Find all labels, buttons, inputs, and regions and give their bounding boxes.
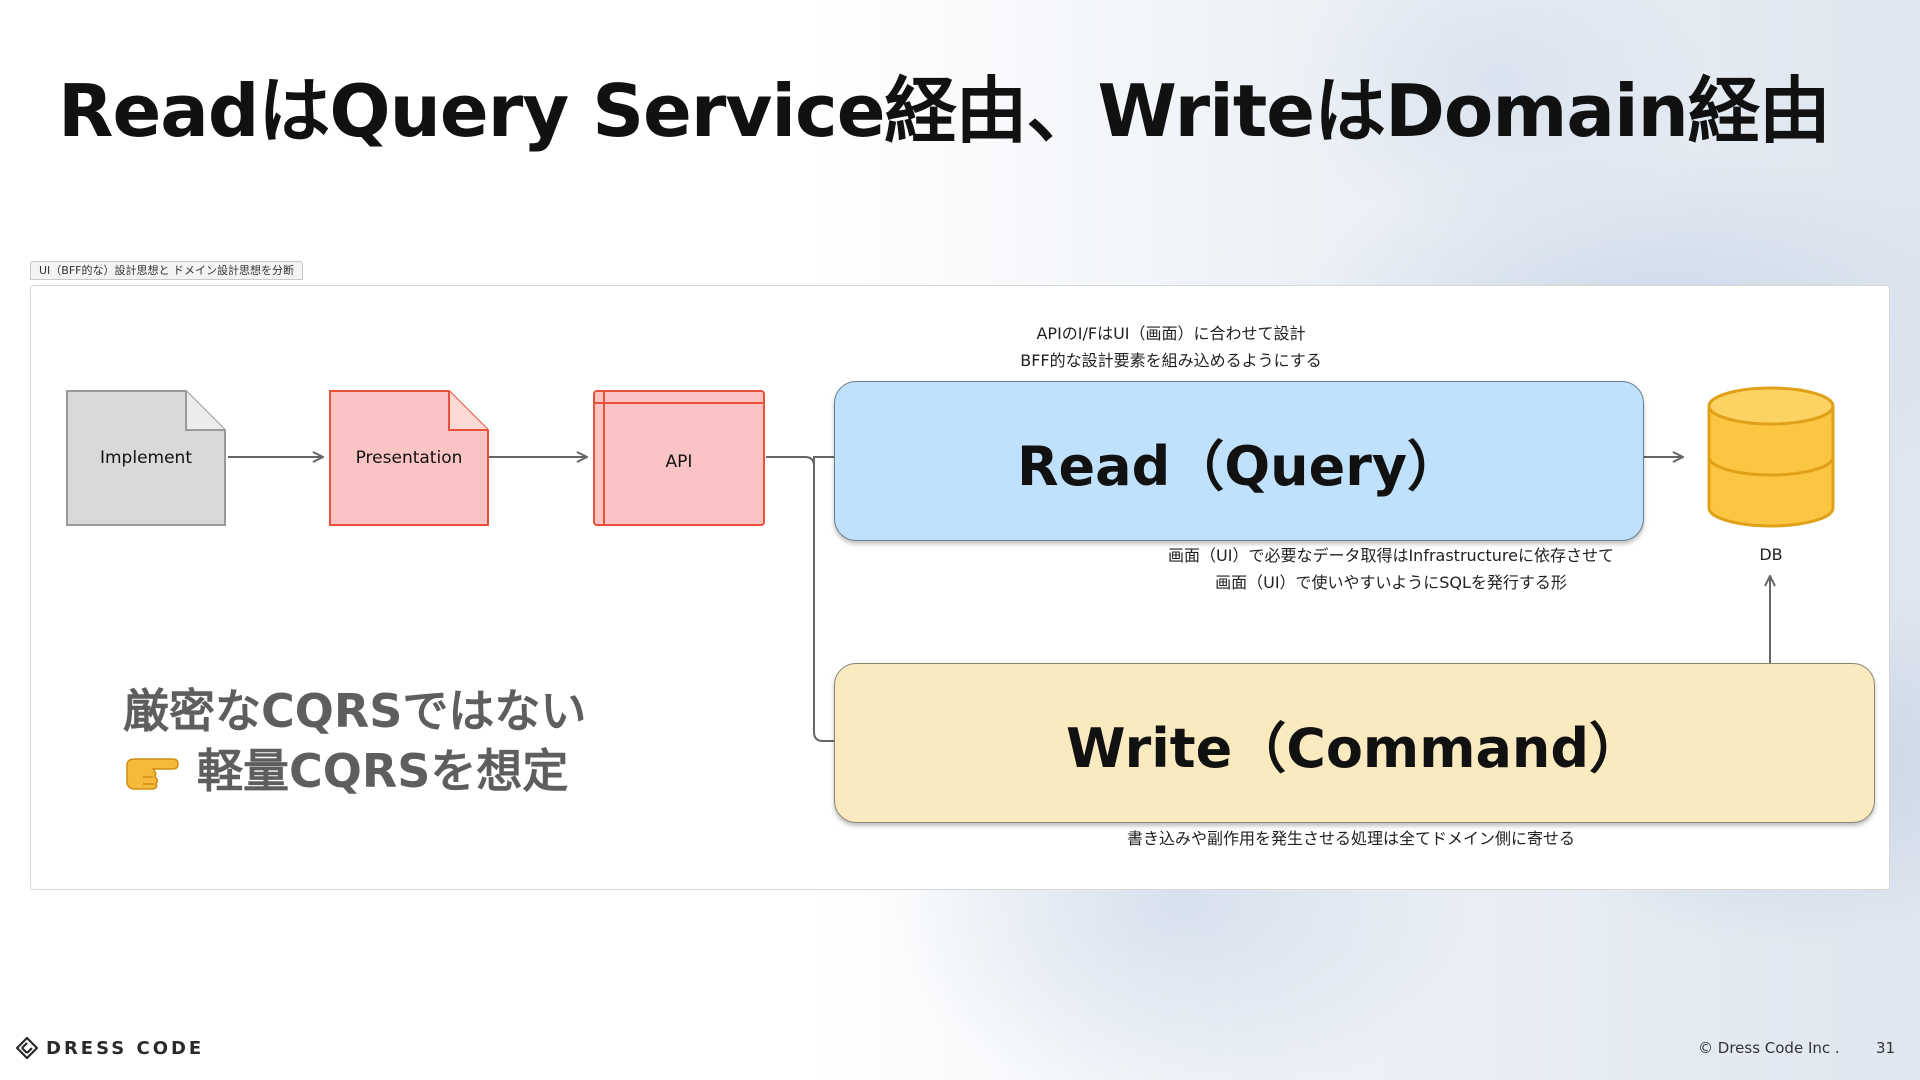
api-read-connector <box>766 456 834 467</box>
api-node: API <box>593 390 765 526</box>
callout-line2-row: 軽量CQRSを想定 <box>123 741 586 801</box>
diagram-frame: Implement Presentation API APIのI/FはUI（画面… <box>30 285 1890 890</box>
connectors <box>228 286 1889 742</box>
db-icon <box>1707 386 1835 528</box>
read-query-box: Read（Query） <box>834 381 1644 541</box>
brand-name: DRESS CODE <box>46 1037 205 1059</box>
implement-node: Implement <box>66 390 226 526</box>
frame-label: UI（BFF的な）設計思想と ドメイン設計思想を分断 <box>30 261 303 280</box>
callout: 厳密なCQRSではない 軽量CQRSを想定 <box>123 681 586 801</box>
pointing-hand-icon <box>126 758 179 790</box>
presentation-node: Presentation <box>329 390 489 526</box>
read-note-line1: 画面（UI）で必要なデータ取得はInfrastructureに依存させて <box>1168 546 1614 565</box>
write-note: 書き込みや副作用を発生させる処理は全てドメイン側に寄せる <box>1126 829 1575 848</box>
callout-line2: 軽量CQRSを想定 <box>197 744 569 798</box>
api-note: APIのI/FはUI（画面）に合わせて設計 BFF的な設計要素を組み込めるように… <box>971 320 1371 374</box>
brand-logo: DRESS CODE <box>16 1037 204 1059</box>
read-note-line2: 画面（UI）で使いやすいようにSQLを発行する形 <box>1215 573 1567 592</box>
page-number: 31 <box>1876 1039 1896 1057</box>
slide-title: ReadはQuery Service経由、WriteはDomain経由 <box>58 69 1831 153</box>
write-command-box: Write（Command） <box>834 663 1875 823</box>
db-label: DB <box>1759 545 1783 564</box>
api-note-line2: BFF的な設計要素を組み込めるようにする <box>1020 351 1322 370</box>
api-label: API <box>665 452 693 472</box>
api-write-connector <box>813 457 834 742</box>
api-shape <box>593 390 765 526</box>
implement-label: Implement <box>99 448 192 468</box>
api-note-line1: APIのI/FはUI（画面）に合わせて設計 <box>1036 324 1306 343</box>
presentation-label: Presentation <box>355 448 463 468</box>
dress-code-logo-icon <box>16 1037 38 1059</box>
read-note: 画面（UI）で必要なデータ取得はInfrastructureに依存させて 画面（… <box>1131 542 1651 596</box>
implement-shape <box>66 390 226 526</box>
callout-line1: 厳密なCQRSではない <box>123 684 587 738</box>
copyright: © Dress Code Inc . <box>1698 1039 1840 1057</box>
presentation-shape <box>329 390 489 526</box>
